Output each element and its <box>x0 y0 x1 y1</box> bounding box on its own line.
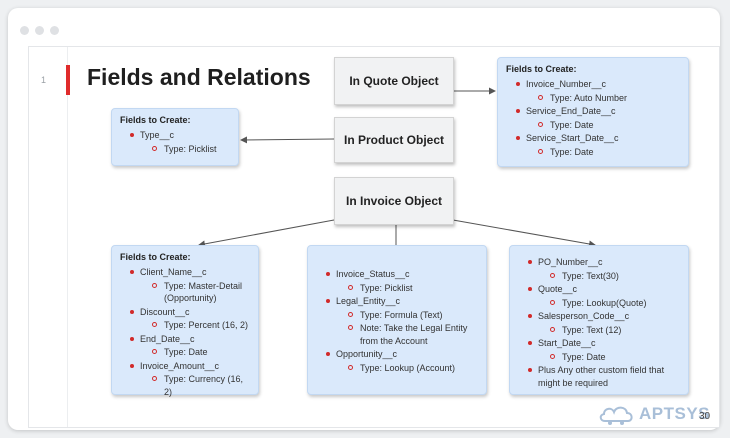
field-detail-item: Type: Text(30) <box>518 270 680 283</box>
field-detail-item: Type: Date <box>506 146 680 159</box>
field-name-item: Client_Name__c <box>120 266 250 279</box>
arrow-invoice-to-fields-1 <box>198 219 335 248</box>
window-dot-minimize[interactable] <box>35 26 44 35</box>
field-detail-item: Type: Picklist <box>316 282 478 295</box>
field-name-item: Start_Date__c <box>518 337 680 350</box>
window-frame: 1 Fields and Relations In Quote Object I… <box>8 8 720 430</box>
field-detail-item: Type: Currency (16, 2) <box>120 373 250 398</box>
field-detail-item: Note: Take the Legal Entity from the Acc… <box>316 322 478 347</box>
field-name-item: Quote__c <box>518 283 680 296</box>
page-number: 30 <box>699 411 711 422</box>
field-detail-item: Type: Formula (Text) <box>316 309 478 322</box>
page-title: Fields and Relations <box>87 64 311 90</box>
field-detail-item: Type: Date <box>120 346 250 359</box>
product-fields-heading: Fields to Create: <box>120 115 191 125</box>
field-name-item: Service_Start_Date__c <box>506 132 680 145</box>
field-name-item: Invoice_Status__c <box>316 268 478 281</box>
field-detail-item: Type: Text (12) <box>518 324 680 337</box>
product-object-box: In Product Object <box>334 117 454 163</box>
field-name-item: Type__c <box>120 129 230 142</box>
field-detail-item: Type: Lookup (Account) <box>316 362 478 375</box>
field-name-item: Salesperson_Code__c <box>518 310 680 323</box>
field-name-item: Invoice_Amount__c <box>120 360 250 373</box>
field-detail-item: Type: Master-Detail (Opportunity) <box>120 280 250 305</box>
field-detail-item: Type: Auto Number <box>506 92 680 105</box>
title-accent-bar <box>66 65 70 95</box>
field-name-item: Opportunity__c <box>316 348 478 361</box>
field-name-item: Discount__c <box>120 306 250 319</box>
invoice-fields-heading: Fields to Create: <box>120 252 191 262</box>
field-name-item: Legal_Entity__c <box>316 295 478 308</box>
slide-canvas: 1 Fields and Relations In Quote Object I… <box>28 46 720 428</box>
field-name-item: Service_End_Date__c <box>506 105 680 118</box>
field-name-item: End_Date__c <box>120 333 250 346</box>
quote-fields-heading: Fields to Create: <box>506 64 577 74</box>
field-detail-item: Type: Picklist <box>120 143 230 156</box>
field-detail-item: Type: Percent (16, 2) <box>120 319 250 332</box>
arrow-product-to-fields <box>240 136 335 144</box>
field-name-item: PO_Number__c <box>518 256 680 269</box>
window-dot-maximize[interactable] <box>50 26 59 35</box>
cloud-logo-icon <box>599 406 633 425</box>
field-name-item: Invoice_Number__c <box>506 78 680 91</box>
logo-text: APTSYS <box>639 404 711 423</box>
quote-object-box: In Quote Object <box>334 57 454 105</box>
field-detail-item: Type: Date <box>506 119 680 132</box>
invoice-object-box: In Invoice Object <box>334 177 454 225</box>
aptsys-logo: APTSYS <box>597 403 710 425</box>
slide-gutter: 1 <box>29 47 68 427</box>
field-detail-item: Type: Lookup(Quote) <box>518 297 680 310</box>
window-dot-close[interactable] <box>20 26 29 35</box>
slide-number: 1 <box>41 75 47 85</box>
arrow-invoice-to-fields-3 <box>452 219 596 248</box>
relation-arrows <box>198 87 596 258</box>
field-name-item: Plus Any other custom field that might b… <box>518 364 680 389</box>
field-detail-item: Type: Date <box>518 351 680 364</box>
